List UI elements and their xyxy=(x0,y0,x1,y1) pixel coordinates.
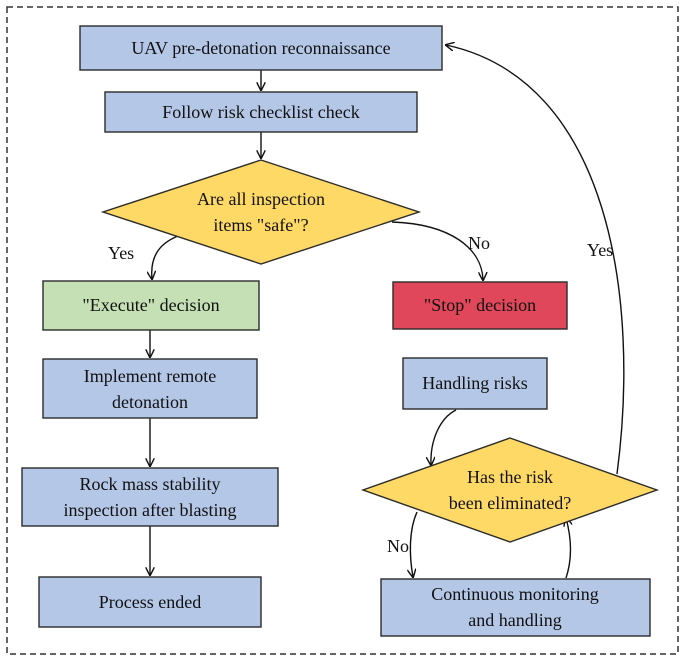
decision-diamond xyxy=(360,437,660,543)
label-safe-no: No xyxy=(468,233,490,253)
edge-eliminated-yes-to-recon xyxy=(446,45,625,475)
process-node-stop: "Stop" decision xyxy=(392,281,568,330)
label-line: Implement remote xyxy=(84,366,216,386)
node-label: Has the risk been eliminated? xyxy=(449,467,571,513)
node-label: "Execute" decision xyxy=(82,295,219,315)
label-line: Has the risk xyxy=(467,467,553,487)
label-line: inspection after blasting xyxy=(64,500,237,520)
label-line: items "safe"? xyxy=(213,215,308,235)
node-label: UAV pre-detonation reconnaissance xyxy=(131,38,390,58)
node-label: "Stop" decision xyxy=(424,295,536,315)
label-eliminated-no: No xyxy=(387,536,409,556)
process-node-handling: Handling risks xyxy=(402,357,548,410)
edge-decision-yes-to-execute xyxy=(152,235,179,279)
connectors xyxy=(150,45,625,579)
label-line: Handling risks xyxy=(422,373,528,393)
decision-node-eliminated: Has the risk been eliminated? xyxy=(360,437,660,543)
node-label: Handling risks xyxy=(422,373,528,393)
label-eliminated-yes: Yes xyxy=(587,240,613,260)
process-box xyxy=(79,25,443,71)
process-node-recon: UAV pre-detonation reconnaissance xyxy=(79,25,443,71)
edge-decision-no-to-stop xyxy=(391,221,483,280)
decision-node-all-safe: Are all inspection items "safe"? xyxy=(100,159,422,265)
process-box xyxy=(402,357,548,410)
process-node-execute: "Execute" decision xyxy=(42,280,260,331)
process-node-checklist: Follow risk checklist check xyxy=(104,91,418,133)
label-line: Process ended xyxy=(99,592,201,612)
label-line: Are all inspection xyxy=(197,189,325,209)
label-safe-yes: Yes xyxy=(108,243,134,263)
node-label: Rock mass stability inspection after blas… xyxy=(64,474,237,520)
process-node-stability: Rock mass stability inspection after blas… xyxy=(21,467,279,527)
node-label: Follow risk checklist check xyxy=(162,102,359,122)
process-node-ended: Process ended xyxy=(38,576,262,628)
edge-handling-to-eliminated xyxy=(431,409,457,465)
label-line: Rock mass stability xyxy=(80,474,221,494)
node-label: Implement remote detonation xyxy=(84,366,216,412)
decision-diamond xyxy=(100,159,422,265)
process-node-monitoring: Continuous monitoring and handling xyxy=(380,578,651,637)
dashed-frame xyxy=(6,6,679,655)
edge-monitoring-to-eliminated xyxy=(566,518,571,579)
process-box xyxy=(21,467,279,527)
node-label: Continuous monitoring and handling xyxy=(431,584,599,630)
label-line: detonation xyxy=(112,392,188,412)
execute-box xyxy=(42,280,260,331)
process-box xyxy=(380,578,651,637)
label-line: Follow risk checklist check xyxy=(162,102,359,122)
node-label: Process ended xyxy=(99,592,201,612)
stop-box xyxy=(392,281,568,330)
label-line: been eliminated? xyxy=(449,493,571,513)
process-box xyxy=(38,576,262,628)
label-line: and handling xyxy=(468,610,561,630)
edge-eliminated-no-to-monitoring xyxy=(410,511,418,577)
process-node-detonation: Implement remote detonation xyxy=(42,358,258,419)
label-line: "Stop" decision xyxy=(424,295,536,315)
label-line: "Execute" decision xyxy=(82,295,219,315)
node-label: Are all inspection items "safe"? xyxy=(197,189,325,235)
process-box xyxy=(42,358,258,419)
label-line: Continuous monitoring xyxy=(431,584,599,604)
label-line: UAV pre-detonation reconnaissance xyxy=(131,38,390,58)
process-box xyxy=(104,91,418,133)
